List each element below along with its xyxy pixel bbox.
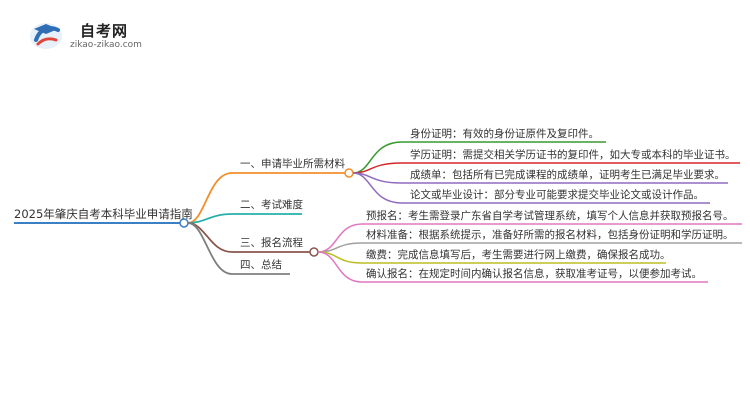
connector-b1-c1 [352, 141, 403, 174]
b3-child-3: 缴费：完成信息填写后，考生需要进行网上缴费，确保报名成功。 [366, 249, 671, 261]
connector-b1-c2 [352, 162, 403, 174]
connector-branch-3 [187, 222, 233, 253]
connector-b3-c4 [317, 251, 363, 283]
branch-1-label: 一、申请毕业所需材料 [240, 158, 345, 170]
b1-child-4: 论文或毕业设计：部分专业可能要求提交毕业论文或设计作品。 [410, 189, 704, 201]
logo-subtitle: zikao-zikao.com [70, 40, 142, 50]
logo: 自考网 zikao-zikao.com [14, 8, 164, 58]
mindmap-root: 2025年肇庆自考本科毕业申请指南 [14, 207, 193, 221]
connector-b1-c4 [352, 172, 403, 204]
b3-child-2: 材料准备：根据系统提示，准备好所需的报名材料，包括身份证明和学历证明。 [366, 229, 734, 241]
connector-branch-2 [187, 213, 233, 224]
branch-1-node-dot [344, 168, 354, 178]
b1-child-2: 学历证明：需提交相关学历证书的复印件，如大专或本科的毕业证书。 [410, 149, 736, 161]
branch-3-label: 三、报名流程 [240, 237, 303, 249]
branch-2-label: 二、考试难度 [240, 199, 303, 211]
connector-b3-c1 [317, 223, 363, 253]
b1-child-3: 成绩单：包括所有已完成课程的成绩单，证明考生已满足毕业要求。 [410, 169, 725, 181]
logo-title: 自考网 [80, 22, 129, 40]
branch-3-node-dot [309, 247, 319, 257]
connector-branch-4 [187, 222, 233, 275]
b3-child-1: 预报名：考生需登录广东省自学考试管理系统，填写个人信息并获取预报名号。 [366, 210, 734, 222]
b1-child-1: 身份证明：有效的身份证原件及复印件。 [410, 128, 599, 140]
connector-branch-1 [187, 172, 233, 224]
b3-child-4: 确认报名：在规定时间内确认报名信息，获取准考证号，以便参加考试。 [366, 268, 702, 280]
graduation-cap-icon [30, 23, 62, 49]
branch-4-label: 四、总结 [240, 259, 282, 271]
